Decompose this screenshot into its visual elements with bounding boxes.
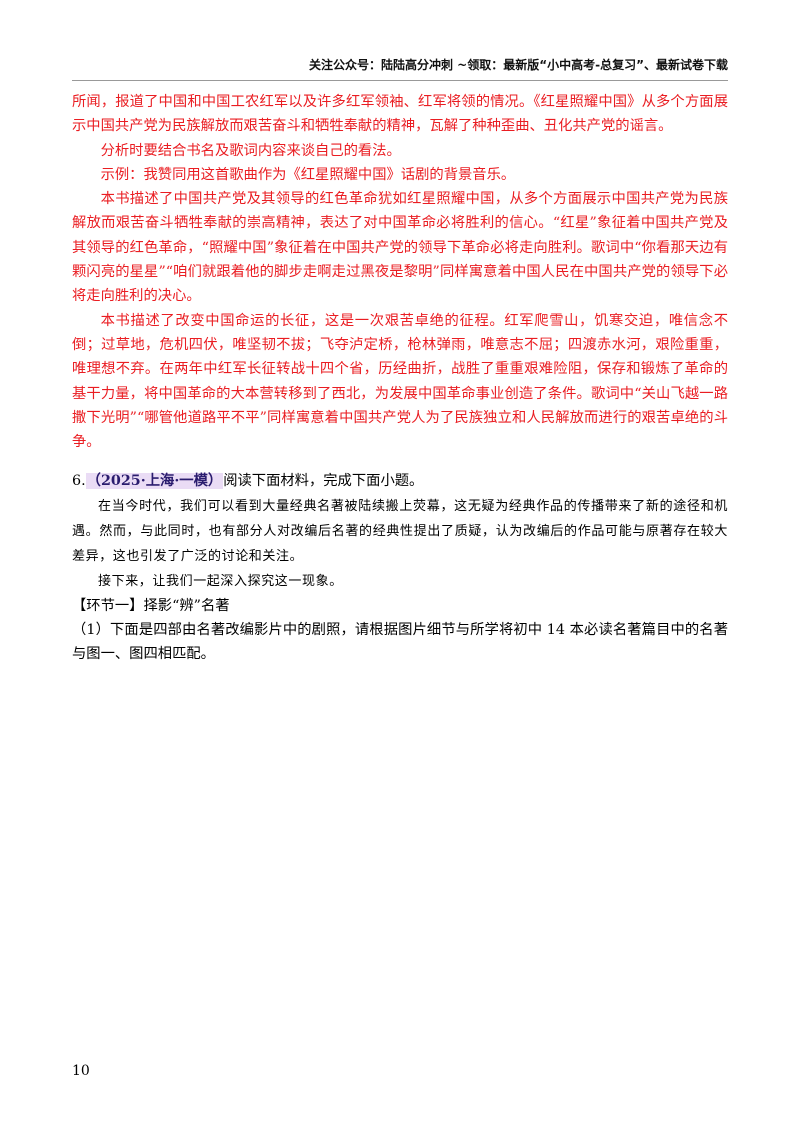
question-prompt: 阅读下面材料，完成下面小题。 [223, 473, 424, 490]
answer-paragraph-5: 本书描述了改变中国命运的长征，这是一次艰苦卓绝的征程。红军爬雪山，饥寒交迫，唯信… [72, 312, 728, 451]
answer-paragraph-2: 分析时要结合书名及歌词内容来谈自己的看法。 [100, 142, 401, 159]
page-content: 所闻，报道了中国和中国工农红军以及许多红军领袖、红军将领的情况。《红星照耀中国》… [72, 90, 728, 667]
section-heading: 【环节一】择影“辨”名著 [72, 597, 230, 614]
material-paragraph-1: 在当今时代，我们可以看到大量经典名著被陆续搬上荧幕，这无疑为经典作品的传播带来了… [72, 498, 728, 564]
sub-question: （1）下面是四部由名著改编影片中的剧照，请根据图片细节与所学将初中 14 本必读… [72, 622, 728, 663]
question-number: 6. [72, 473, 86, 490]
answer-paragraph-4: 本书描述了中国共产党及其领导的红色革命犹如红星照耀中国，从多个方面展示中国共产党… [72, 191, 728, 305]
material-paragraph-2: 接下来，让我们一起深入探究这一现象。 [98, 573, 343, 589]
page-header: 关注公众号：陆陆高分冲刺 ~领取：最新版“小中高考-总复习”、最新试卷下载 [309, 58, 728, 72]
question-line: 6.（2025·上海·一模）阅读下面材料，完成下面小题。 [72, 469, 728, 493]
answer-paragraph-1: 所闻，报道了中国和中国工农红军以及许多红军领袖、红军将领的情况。《红星照耀中国》… [72, 94, 728, 135]
page-number: 10 [72, 1063, 90, 1079]
answer-paragraph-3: 示例：我赞同用这首歌曲作为《红星照耀中国》话剧的背景音乐。 [100, 166, 516, 183]
header-divider [72, 80, 728, 81]
question-source: （2025·上海·一模） [85, 473, 224, 490]
